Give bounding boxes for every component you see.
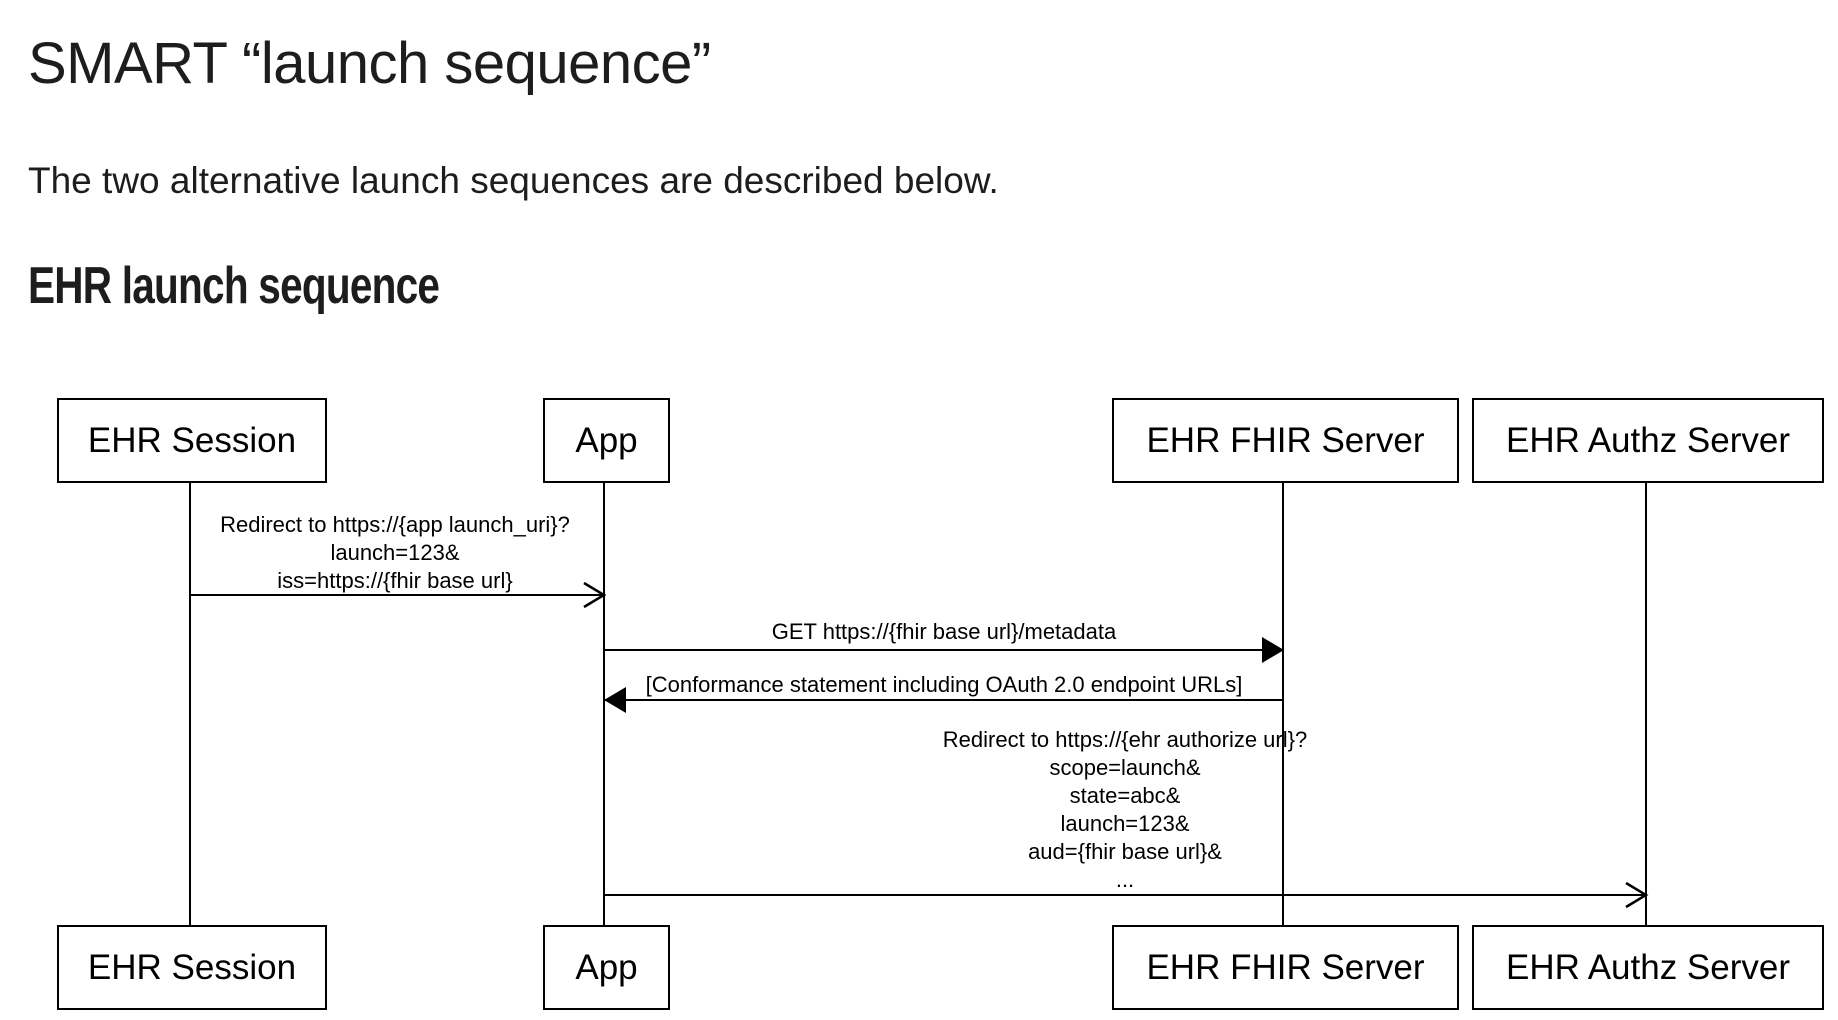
- solid-arrowhead-right-icon: [1262, 637, 1284, 663]
- lifeline-ehr-fhir-server: [1282, 483, 1284, 925]
- lifeline-app: [603, 483, 605, 925]
- open-arrowhead-right-icon: [583, 581, 607, 609]
- open-arrowhead-right-icon: [1625, 881, 1649, 909]
- actor-label: EHR Session: [87, 420, 297, 460]
- message-4-line-2: scope=launch&: [1049, 755, 1201, 780]
- message-4-line-1: Redirect to https://{ehr authorize url}?: [942, 727, 1308, 752]
- message-3-label: [Conformance statement including OAuth 2…: [646, 671, 1243, 699]
- lifeline-ehr-authz-server: [1645, 483, 1647, 925]
- actor-label: EHR Session: [87, 947, 297, 987]
- message-4-line-4: launch=123&: [1060, 811, 1190, 836]
- message-1-line-2: launch=123&: [330, 540, 460, 565]
- page-title: SMART “launch sequence”: [28, 31, 711, 96]
- intro-text: The two alternative launch sequences are…: [28, 160, 999, 201]
- message-4-line-6: ...: [1115, 867, 1135, 892]
- message-3-arrow-line: [604, 699, 1284, 701]
- actor-label: App: [575, 947, 638, 987]
- lifeline-ehr-session: [189, 483, 191, 925]
- actor-box-ehr-authz-server-bottom: EHR Authz Server: [1472, 925, 1824, 1010]
- actor-label: EHR FHIR Server: [1146, 947, 1425, 987]
- message-1-arrow-line: [190, 594, 604, 596]
- message-4-arrow-line: [604, 894, 1646, 896]
- actor-box-app-top: App: [543, 398, 670, 483]
- actor-label: App: [575, 420, 638, 460]
- message-3-line-1: [Conformance statement including OAuth 2…: [645, 672, 1243, 697]
- actor-box-app-bottom: App: [543, 925, 670, 1010]
- message-4-line-3: state=abc&: [1069, 783, 1181, 808]
- message-2-line-1: GET https://{fhir base url}/metadata: [771, 619, 1117, 644]
- message-2-label: GET https://{fhir base url}/metadata: [772, 618, 1116, 646]
- actor-label: EHR Authz Server: [1506, 947, 1790, 987]
- message-2-arrow-line: [604, 649, 1282, 651]
- solid-arrowhead-left-icon: [604, 687, 626, 713]
- section-heading: EHR launch sequence: [28, 257, 440, 315]
- message-4-line-5: aud={fhir base url}&: [1028, 839, 1222, 864]
- message-1-line-3: iss=https://{fhir base url}: [277, 568, 513, 593]
- message-1-label: Redirect to https://{app launch_uri}? la…: [220, 511, 570, 595]
- message-4-label: Redirect to https://{ehr authorize url}?…: [943, 726, 1307, 894]
- actor-label: EHR FHIR Server: [1146, 420, 1425, 460]
- actor-box-ehr-session-top: EHR Session: [57, 398, 327, 483]
- actor-box-ehr-authz-server-top: EHR Authz Server: [1472, 398, 1824, 483]
- actor-box-ehr-session-bottom: EHR Session: [57, 925, 327, 1010]
- actor-label: EHR Authz Server: [1506, 420, 1790, 460]
- message-1-line-1: Redirect to https://{app launch_uri}?: [220, 512, 570, 537]
- actor-box-ehr-fhir-server-bottom: EHR FHIR Server: [1112, 925, 1459, 1010]
- actor-box-ehr-fhir-server-top: EHR FHIR Server: [1112, 398, 1459, 483]
